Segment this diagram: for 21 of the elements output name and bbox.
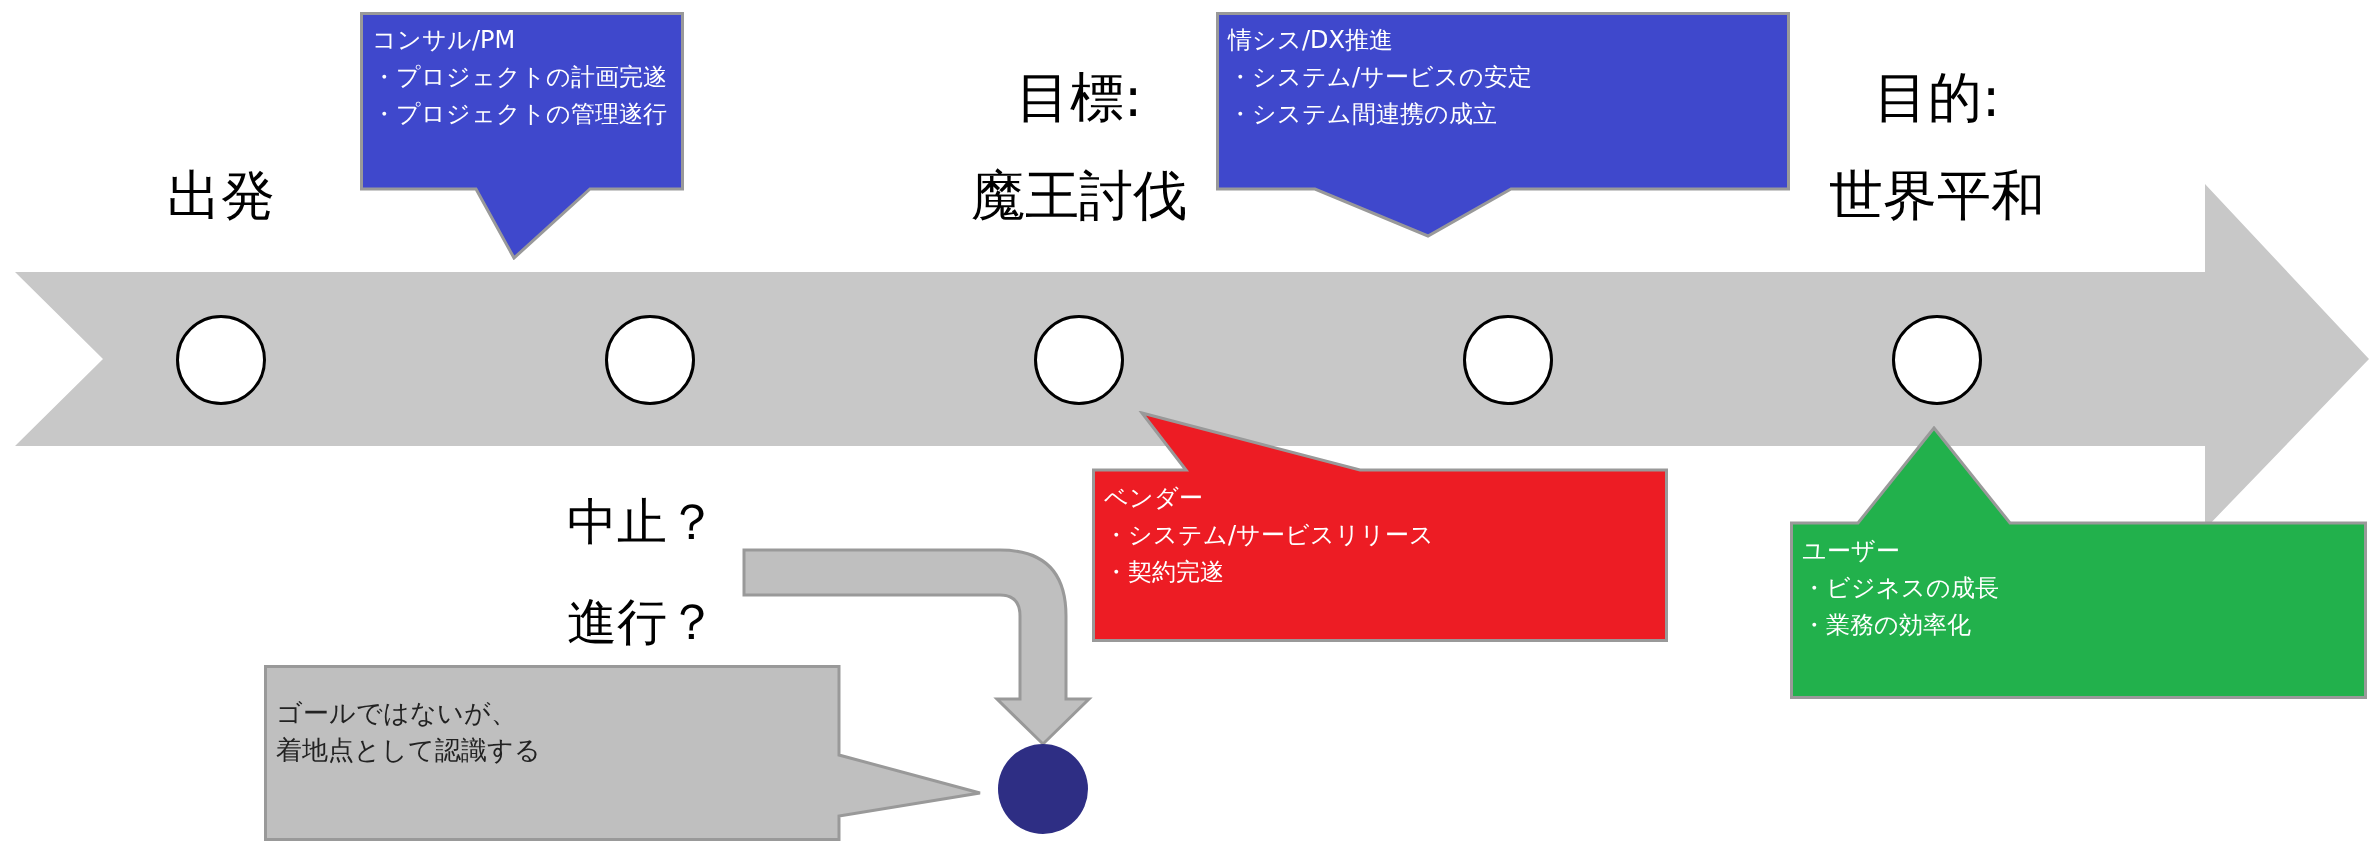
question-text: 進行？ (567, 592, 717, 653)
milestone-label: 出発 (167, 163, 275, 229)
callout-text: ベンダー (1104, 483, 1204, 514)
callout-text: ・プロジェクトの管理遂行 (372, 99, 668, 130)
milestone-label: 世界平和 (1829, 163, 2045, 229)
callout-text: ・ビジネスの成長 (1802, 573, 2000, 604)
callout-text: ・プロジェクトの計画完遂 (372, 62, 668, 93)
callout-text: ユーザー (1802, 536, 1901, 567)
callout-text: ・業務の効率化 (1802, 610, 1972, 641)
callout-text: ・システム/サービスの安定 (1228, 62, 1534, 93)
callout-text: コンサル/PM (372, 25, 517, 56)
callout-text: ゴールではないが、着地点として認識する (276, 697, 542, 767)
milestone-label: 目標: (1015, 65, 1143, 131)
bent-arrow (742, 548, 1091, 746)
question-text: 中止？ (567, 492, 717, 553)
callout-text: ・システム/サービスリリース (1104, 520, 1436, 551)
callout-text: ・契約完遂 (1104, 557, 1225, 588)
milestone-label: 魔王討伐 (971, 163, 1187, 229)
callout-text: ・システム間連携の成立 (1228, 99, 1498, 130)
callout-text: 情シス/DX推進 (1228, 25, 1394, 56)
milestone-label: 目的: (1873, 65, 2001, 131)
